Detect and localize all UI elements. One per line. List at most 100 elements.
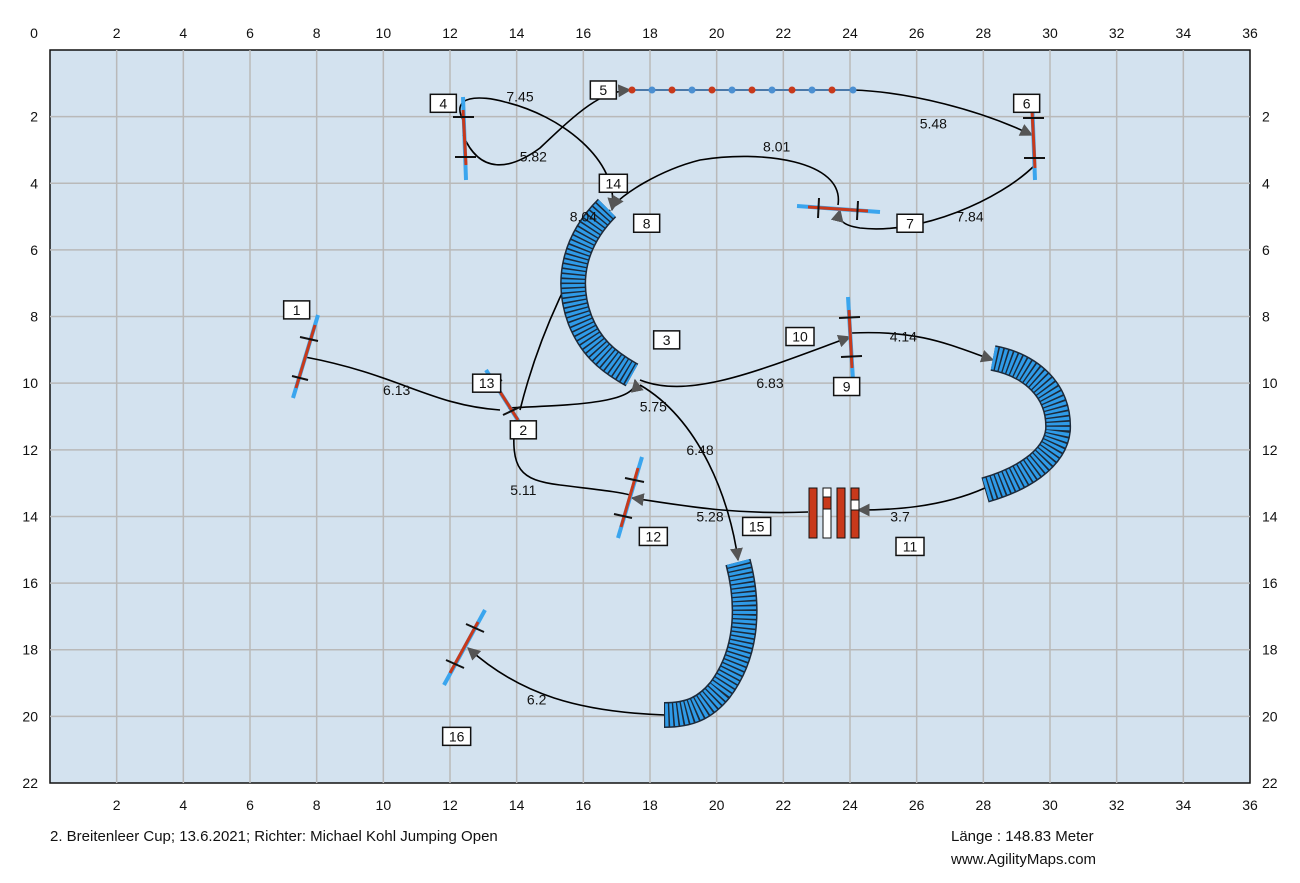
x-tick-label-top: 24 [842,25,858,41]
jump-4 [453,96,476,181]
path-11-12 [856,487,986,517]
x-tick-label-top: 2 [113,25,121,41]
obstacle-number-15: 15 [741,516,772,537]
obstacle-number-2: 2 [509,420,538,440]
tunnel-15 [663,558,758,728]
obstacle-number-10: 10 [785,326,815,347]
path-15-16 [467,647,666,716]
y-tick-label-right: 18 [1262,642,1278,658]
x-tick-label-top: 32 [1109,25,1125,41]
grid-lines [50,50,1250,783]
obstacle-number-13: 13 [471,373,502,393]
obstacle-number-7: 7 [896,213,924,234]
y-tick-label-right: 22 [1262,775,1278,791]
x-tick-label-bottom: 8 [313,797,321,813]
svg-text:7: 7 [906,215,914,231]
svg-text:2: 2 [519,422,527,438]
obstacle-number-5: 5 [589,80,618,100]
x-tick-label-bottom: 36 [1242,797,1258,813]
distance-label: 6.13 [383,382,410,398]
y-tick-label-right: 16 [1262,575,1278,591]
x-tick-label-top: 34 [1176,25,1192,41]
distance-label: 6.83 [756,375,783,391]
x-tick-label-top: 36 [1242,25,1258,41]
x-tick-label-bottom: 22 [776,797,792,813]
svg-text:10: 10 [792,329,808,345]
y-tick-label-right: 4 [1262,175,1270,191]
jump-7 [796,197,881,221]
x-tick-label-top: 20 [709,25,725,41]
obstacle-number-11: 11 [895,536,925,557]
distance-label: 8.04 [570,209,597,225]
x-tick-label-bottom: 30 [1042,797,1058,813]
path-2-3 [507,378,644,409]
x-tick-label-bottom: 10 [376,797,392,813]
x-tick-label-bottom: 24 [842,797,858,813]
course-info: 2. Breitenleer Cup; 13.6.2021; Richter: … [50,828,498,845]
y-tick-label-left: 2 [30,109,38,125]
distance-label: 6.2 [527,692,547,708]
y-tick-label-right: 14 [1262,508,1278,524]
x-tick-label-bottom: 14 [509,797,525,813]
obstacle-number-8: 8 [632,213,661,234]
obstacle-number-1: 1 [282,300,311,320]
x-tick-label-bottom: 32 [1109,797,1125,813]
distance-label: 5.48 [920,115,947,131]
x-tick-label-bottom: 6 [246,797,254,813]
jump-12 [613,456,645,539]
path-6-7 [830,164,1036,230]
obstacle-number-3: 3 [652,330,681,350]
jump-16 [442,609,487,686]
x-tick-label-bottom: 16 [576,797,592,813]
y-tick-label-right: 10 [1262,375,1278,391]
svg-text:1: 1 [293,302,301,318]
y-tick-label-left: 14 [22,508,38,524]
obstacle-number-14: 14 [598,173,629,194]
x-tick-label-bottom: 34 [1176,797,1192,813]
distance-label: 5.11 [510,482,536,498]
distance-label: 3.7 [890,508,910,524]
jump-1 [291,314,320,399]
x-tick-label-top: 14 [509,25,525,41]
course-length: Länge : 148.83 Meter [951,828,1094,845]
x-tick-label-bottom: 2 [113,797,121,813]
distance-label: 7.45 [506,89,533,105]
tunnel-10 [981,345,1072,503]
path-1-2 [304,356,501,411]
y-tick-label-left: 22 [22,775,38,791]
x-tick-label-bottom: 20 [709,797,725,813]
x-tick-label-top: 6 [246,25,254,41]
x-tick-label-top: 18 [642,25,658,41]
x-tick-label-top: 10 [376,25,392,41]
x-tick-label-top: 0 [30,25,38,41]
x-tick-label-bottom: 4 [179,797,187,813]
distance-label: 5.82 [520,149,547,165]
path-7-8 [611,155,839,210]
y-tick-label-right: 20 [1262,708,1278,724]
svg-text:15: 15 [749,518,765,534]
obstacle-number-12: 12 [638,526,669,547]
svg-text:12: 12 [646,528,662,544]
y-tick-label-left: 6 [30,242,38,258]
y-tick-label-left: 10 [22,375,38,391]
distance-label: 5.28 [696,508,723,524]
path-13-14 [559,484,631,496]
x-tick-label-bottom: 26 [909,797,925,813]
obstacle-number-9: 9 [832,376,861,397]
distance-label: 5.75 [640,399,667,415]
svg-text:8: 8 [643,215,651,231]
obstacle-number-4: 4 [429,93,458,114]
y-tick-label-left: 20 [22,708,38,724]
distance-label: 4.14 [890,329,917,345]
y-tick-label-left: 18 [22,642,38,658]
svg-text:3: 3 [663,332,671,348]
x-tick-label-bottom: 18 [642,797,658,813]
path-10-11 [851,331,995,363]
svg-text:4: 4 [439,95,447,111]
website-link[interactable]: www.AgilityMaps.com [951,851,1097,868]
obstacle-number-16: 16 [441,726,472,747]
